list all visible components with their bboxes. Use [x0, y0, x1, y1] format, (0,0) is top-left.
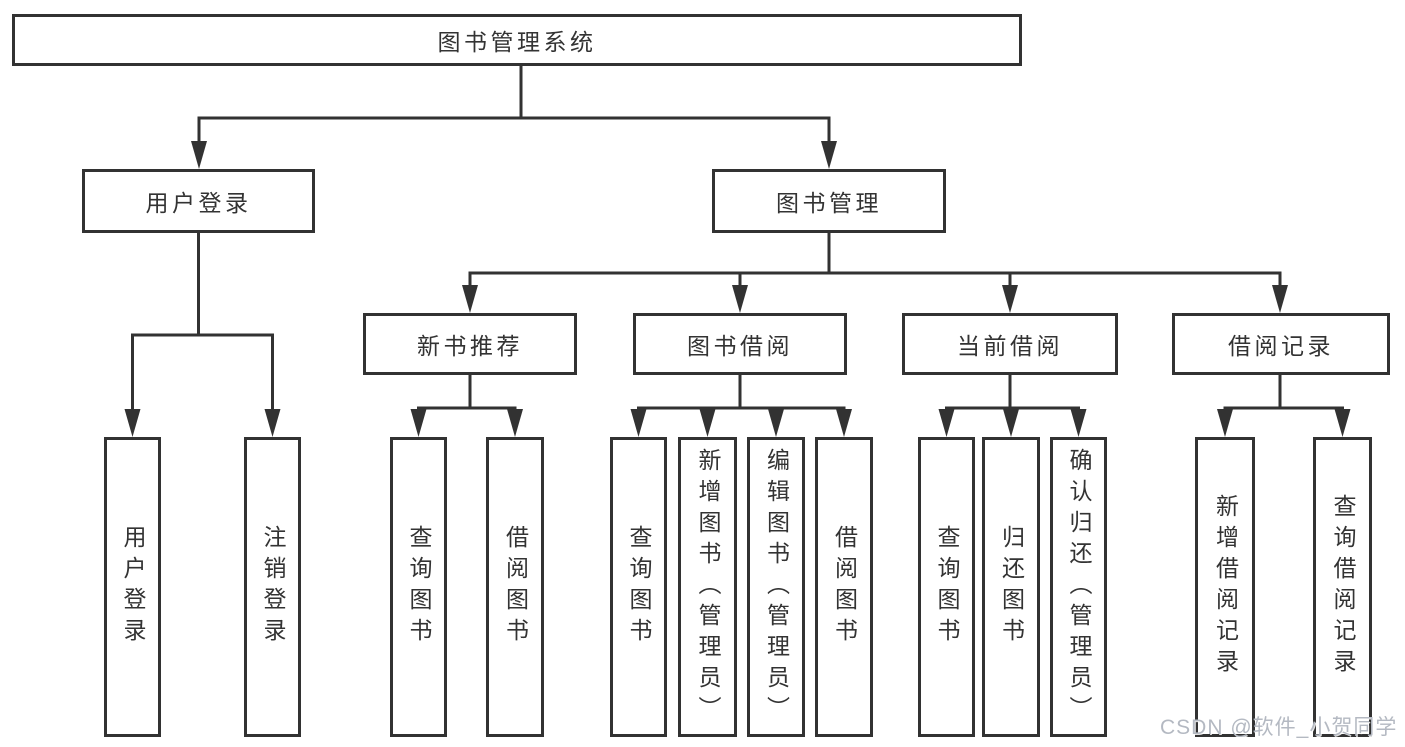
connector-book-borrow-children — [630, 375, 852, 437]
node-new-book-recommend: 新书推荐 — [363, 313, 577, 375]
node-query-books-borrow-label: 查询图书 — [626, 525, 652, 649]
node-new-book-recommend-label: 新书推荐 — [417, 333, 523, 359]
node-logout-label: 注销登录 — [260, 525, 286, 649]
connector-new-book-recommend-children — [410, 375, 523, 437]
node-return-books: 归还图书 — [982, 437, 1040, 737]
node-add-book-admin: 新增图书（管理员） — [678, 437, 737, 737]
connector-current-borrow-children — [938, 375, 1087, 437]
node-user-login-action-label: 用户登录 — [120, 525, 146, 649]
node-book-borrow-label: 图书借阅 — [687, 333, 793, 359]
node-query-borrow-record-label: 查询借阅记录 — [1330, 494, 1356, 680]
node-user-login-label: 用户登录 — [145, 190, 252, 216]
node-book-borrow: 图书借阅 — [633, 313, 847, 375]
node-borrow-records: 借阅记录 — [1172, 313, 1390, 375]
node-query-borrow-record: 查询借阅记录 — [1313, 437, 1372, 737]
connector-borrow-records-children — [1217, 375, 1351, 437]
node-query-books-borrow: 查询图书 — [610, 437, 667, 737]
node-add-book-admin-label: 新增图书（管理员） — [695, 447, 721, 727]
node-confirm-return-admin: 确认归还（管理员） — [1050, 437, 1107, 737]
node-borrow-books-recommend-label: 借阅图书 — [502, 525, 529, 649]
node-current-borrow: 当前借阅 — [902, 313, 1118, 375]
node-query-books-current-label: 查询图书 — [934, 525, 960, 649]
connector-root-to-level2 — [191, 66, 837, 169]
node-root: 图书管理系统 — [12, 14, 1022, 66]
node-query-books-recommend: 查询图书 — [390, 437, 447, 737]
connector-book-management-children — [462, 233, 1288, 313]
node-book-management: 图书管理 — [712, 169, 946, 233]
node-edit-book-admin-label: 编辑图书（管理员） — [763, 447, 790, 727]
watermark: CSDN @软件_小贺同学 — [1160, 716, 1398, 739]
node-borrow-records-label: 借阅记录 — [1228, 333, 1334, 359]
node-borrow-books: 借阅图书 — [815, 437, 873, 737]
node-borrow-books-label: 借阅图书 — [831, 525, 858, 649]
node-add-borrow-record: 新增借阅记录 — [1195, 437, 1255, 737]
node-root-label: 图书管理系统 — [437, 29, 597, 55]
node-current-borrow-label: 当前借阅 — [957, 333, 1063, 359]
node-query-books-current: 查询图书 — [918, 437, 975, 737]
node-user-login-action: 用户登录 — [104, 437, 161, 737]
node-user-login: 用户登录 — [82, 169, 315, 233]
node-book-management-label: 图书管理 — [776, 190, 882, 216]
node-logout: 注销登录 — [244, 437, 301, 737]
node-return-books-label: 归还图书 — [998, 525, 1025, 649]
node-confirm-return-admin-label: 确认归还（管理员） — [1066, 447, 1092, 727]
node-borrow-books-recommend: 借阅图书 — [486, 437, 544, 737]
node-query-books-recommend-label: 查询图书 — [406, 525, 432, 649]
node-add-borrow-record-label: 新增借阅记录 — [1212, 494, 1239, 680]
node-edit-book-admin: 编辑图书（管理员） — [747, 437, 805, 737]
connector-user-login-children — [124, 233, 281, 437]
